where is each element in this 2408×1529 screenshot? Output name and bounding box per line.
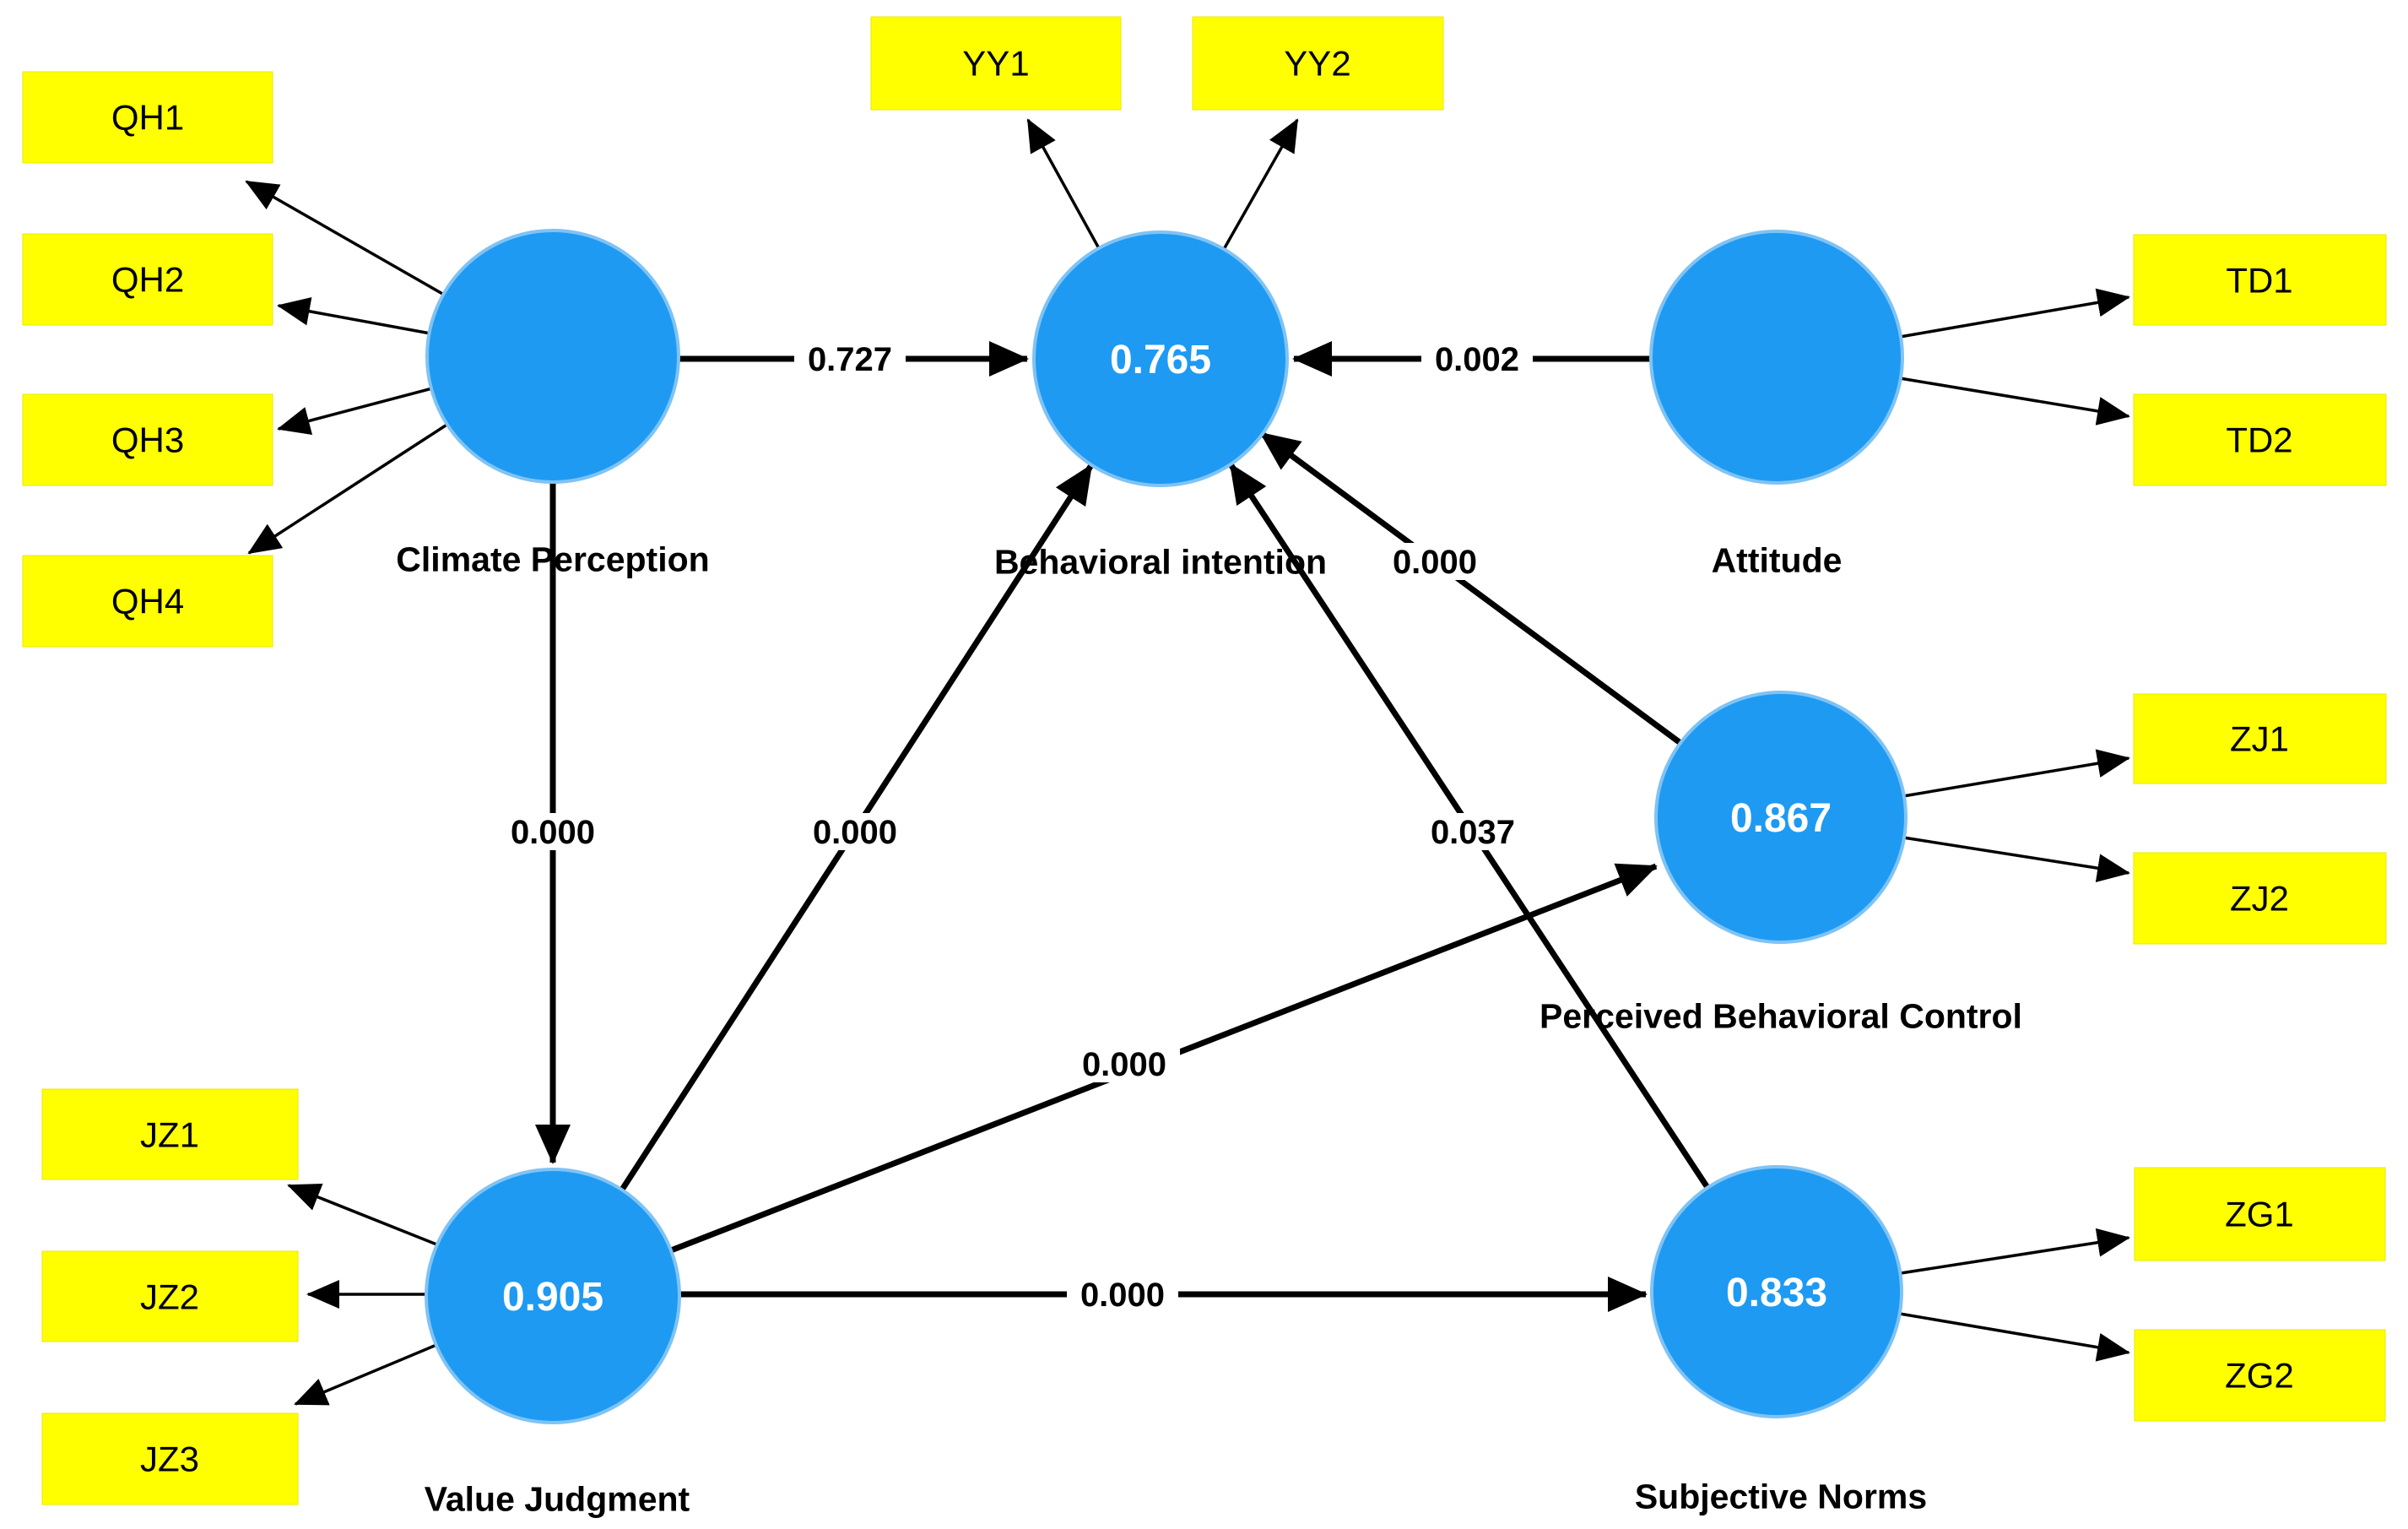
- indicator-yy1-box: [870, 16, 1122, 111]
- arrow-cp-to-qh1: [245, 180, 445, 296]
- indicator-zj1-label: ZJ1: [2230, 719, 2289, 759]
- indicator-jz1-label: JZ1: [140, 1115, 199, 1155]
- arrow-cp-to-qh3: [277, 387, 433, 436]
- construct-circle-subjective-norms: [1650, 1165, 1903, 1418]
- construct-circle-perceived-behavioral-control: [1654, 691, 1907, 944]
- construct-circle-attitude: [1649, 230, 1904, 485]
- arrow-bi-to-yy2: [1221, 118, 1299, 252]
- arrow-at-to-td2: [1899, 377, 2130, 426]
- arrow-pbc-to-bi: [1258, 431, 1683, 746]
- indicator-yy1-label: YY1: [962, 44, 1029, 84]
- indicator-jz1-box: [41, 1088, 299, 1180]
- path-label-vj-sn: 0.000: [1080, 1277, 1165, 1314]
- arrow-sn-to-zg2: [1899, 1312, 2130, 1362]
- arrow-cp-to-qh4: [247, 422, 449, 555]
- indicator-boxes: QH1 QH2 QH3 QH4 YY1 YY2 TD1 TD2 ZJ1 ZJ2 …: [22, 16, 2387, 1505]
- construct-circle-behavioral-intention: [1032, 230, 1289, 487]
- indicator-yy2-box: [1192, 16, 1444, 111]
- construct-name-value-judgment: Value Judgment: [425, 1479, 690, 1518]
- indicator-jz2-label: JZ2: [140, 1277, 199, 1317]
- indicator-qh2-label: QH2: [111, 260, 184, 300]
- path-coefficient-labels: 0.727 0.002 0.000 0.000 0.037 0.000 0.00…: [497, 340, 1533, 1314]
- coef-bg-sn-bi: [1417, 813, 1529, 850]
- indicator-yy2-label: YY2: [1284, 44, 1350, 84]
- indicator-zj2-label: ZJ2: [2230, 879, 2289, 919]
- arrow-vj-to-jz1: [287, 1183, 440, 1247]
- construct-value-value-judgment: 0.905: [502, 1275, 603, 1320]
- indicator-zj2-box: [2133, 852, 2387, 945]
- construct-value-behavioral-intention: 0.765: [1110, 338, 1211, 382]
- construct-subjective-norms: 0.833 Subjective Norms: [1635, 1165, 1927, 1515]
- arrow-sn-to-zg1: [1900, 1228, 2130, 1275]
- coef-bg-vj-sn: [1067, 1276, 1178, 1313]
- indicator-qh4-box: [22, 555, 273, 648]
- indicator-qh2-box: [22, 233, 273, 326]
- construct-climate-perception: Climate Perception: [396, 229, 710, 578]
- arrow-bi-to-yy1: [1026, 118, 1101, 251]
- indicator-jz3-box: [41, 1412, 299, 1505]
- coef-bg-vj-bi: [799, 813, 911, 850]
- indicator-td1-box: [2133, 234, 2387, 326]
- path-label-pbc-bi: 0.000: [1393, 544, 1477, 581]
- indicator-td2-box: [2133, 393, 2387, 486]
- construct-name-attitude: Attitude: [1712, 540, 1843, 579]
- indicator-qh3-box: [22, 393, 273, 486]
- measurement-arrows: [245, 118, 2130, 1406]
- construct-name-behavioral-intention: Behavioral intention: [994, 542, 1327, 581]
- arrow-at-to-td1: [1899, 288, 2130, 339]
- indicator-qh1-label: QH1: [111, 98, 184, 138]
- indicator-zg2-box: [2134, 1329, 2386, 1422]
- arrow-vj-to-jz3: [294, 1343, 437, 1406]
- construct-circle-value-judgment: [425, 1168, 681, 1424]
- indicator-qh3-label: QH3: [111, 420, 184, 460]
- construct-perceived-behavioral-control: 0.867 Perceived Behavioral Control: [1539, 691, 2022, 1035]
- construct-value-judgment: 0.905 Value Judgment: [425, 1168, 690, 1518]
- construct-value-perceived-behavioral-control: 0.867: [1730, 796, 1832, 841]
- path-label-at-bi: 0.002: [1435, 341, 1519, 378]
- path-label-sn-bi: 0.037: [1431, 814, 1515, 851]
- coef-bg-vj-pbc: [1069, 1045, 1180, 1082]
- construct-name-subjective-norms: Subjective Norms: [1635, 1477, 1927, 1515]
- construct-attitude: Attitude: [1649, 230, 1904, 579]
- coef-bg-cp-vj: [497, 813, 609, 850]
- path-label-cp-bi: 0.727: [808, 341, 892, 378]
- coef-bg-pbc-bi: [1379, 543, 1491, 580]
- construct-circle-climate-perception: [425, 229, 680, 484]
- indicator-zg2-label: ZG2: [2225, 1356, 2294, 1396]
- construct-behavioral-intention: 0.765 Behavioral intention: [994, 230, 1327, 581]
- construct-value-subjective-norms: 0.833: [1726, 1271, 1827, 1315]
- arrow-pbc-to-zj1: [1902, 749, 2130, 798]
- indicator-qh1-box: [22, 71, 273, 164]
- indicator-jz3-label: JZ3: [140, 1440, 199, 1479]
- indicator-td1-label: TD1: [2226, 261, 2292, 301]
- structural-arrows: [535, 341, 1709, 1312]
- indicator-td2-label: TD2: [2226, 420, 2292, 460]
- construct-name-perceived-behavioral-control: Perceived Behavioral Control: [1539, 996, 2022, 1035]
- path-label-vj-bi: 0.000: [813, 814, 897, 851]
- path-label-vj-pbc: 0.000: [1082, 1046, 1166, 1083]
- indicator-qh4-label: QH4: [111, 582, 184, 621]
- arrow-cp-to-qh2: [277, 296, 431, 335]
- indicator-zg1-label: ZG1: [2225, 1195, 2294, 1234]
- coef-bg-cp-bi: [794, 340, 906, 377]
- construct-name-climate-perception: Climate Perception: [396, 539, 709, 578]
- indicator-zj1-box: [2133, 693, 2387, 784]
- indicator-jz2-box: [41, 1250, 299, 1342]
- indicator-zg1-box: [2134, 1167, 2386, 1261]
- path-label-cp-vj: 0.000: [511, 814, 595, 851]
- coef-bg-at-bi: [1421, 340, 1533, 377]
- arrow-pbc-to-zj2: [1902, 836, 2130, 883]
